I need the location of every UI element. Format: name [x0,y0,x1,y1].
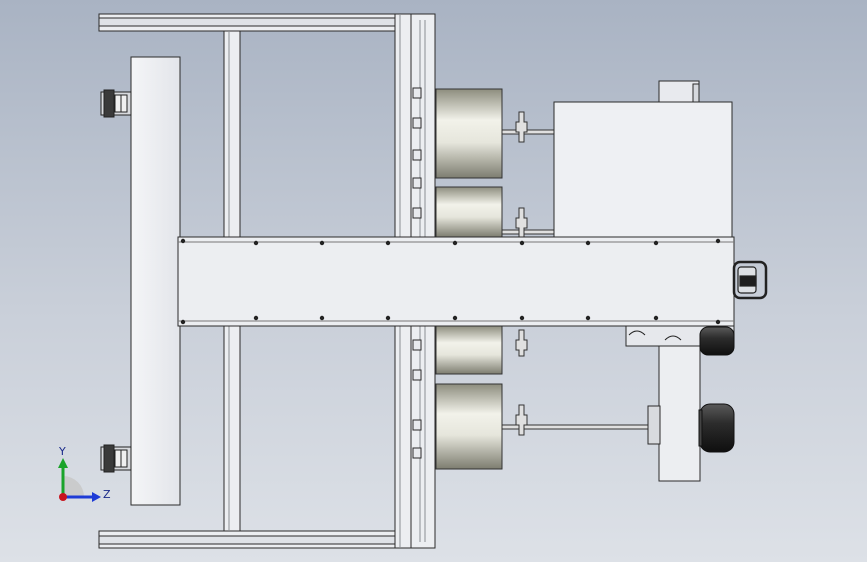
triad-quadrant [63,476,84,497]
x-axis-dot [59,493,67,501]
beam-bolts [180,238,721,325]
drum-4 [435,383,503,470]
frame-bottom-rail-inner [98,535,397,545]
caster-bottom [100,444,132,473]
left-bracket-column [130,56,181,506]
drum-2 [435,186,503,238]
drum-3 [435,325,503,375]
gearbox-housing [553,101,733,239]
drive-plate [658,344,701,482]
main-beam [177,236,735,327]
motor-lower [698,403,735,453]
drum-1 [435,88,503,179]
z-axis-label: Z [103,488,111,501]
post-blocks [412,87,422,459]
beam-handle [732,260,768,300]
axis-triad: Y Z [58,445,111,502]
caster-top [100,89,132,118]
frame-top-rail-inner [98,17,397,27]
motor-upper [699,326,735,356]
y-axis-label: Y [58,445,66,458]
